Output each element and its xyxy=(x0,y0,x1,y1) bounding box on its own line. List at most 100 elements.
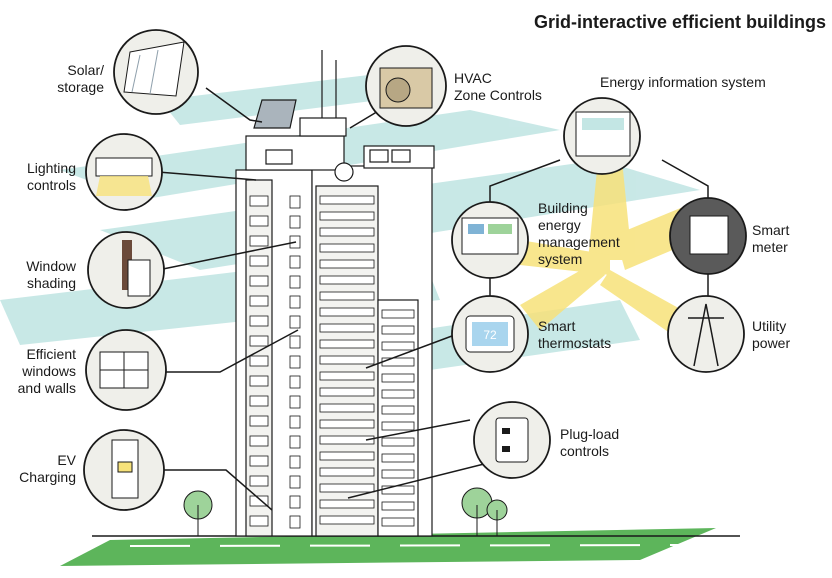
window-pane xyxy=(381,357,415,367)
label-plug-load-controls: Plug-load controls xyxy=(560,426,620,459)
window-pane xyxy=(289,315,301,329)
window-pane xyxy=(249,375,269,387)
window-pane xyxy=(289,255,301,269)
window-pane xyxy=(319,227,375,237)
label-smart-thermostats: Smart thermostats xyxy=(538,318,612,351)
window-pane xyxy=(319,499,375,509)
window-pane xyxy=(249,295,269,307)
window-pane xyxy=(381,469,415,479)
window-pane xyxy=(319,291,375,301)
window-pane xyxy=(319,339,375,349)
callout-smart-meter xyxy=(669,197,747,275)
window-pane xyxy=(289,275,301,289)
window-pane xyxy=(381,389,415,399)
callout-bems xyxy=(451,201,529,279)
callout-hvac xyxy=(365,45,447,127)
window-pane xyxy=(249,495,269,507)
window-pane xyxy=(319,419,375,429)
window-pane xyxy=(381,405,415,415)
label-smart-meter: Smart meter xyxy=(752,222,790,255)
window-pane xyxy=(249,435,269,447)
window-pane xyxy=(319,387,375,397)
window-pane xyxy=(249,315,269,327)
callout-utility xyxy=(667,295,745,373)
callout-solar xyxy=(113,29,199,115)
window-pane xyxy=(289,355,301,369)
label-solar-storage: Solar/ storage xyxy=(57,62,104,95)
window-pane xyxy=(289,415,301,429)
window-pane xyxy=(381,485,415,495)
window-pane xyxy=(249,455,269,467)
window-pane xyxy=(289,515,301,529)
window-pane xyxy=(319,451,375,461)
window-pane xyxy=(289,295,301,309)
tree-right xyxy=(461,487,508,536)
window-pane xyxy=(381,437,415,447)
label-bems: Building energy management system xyxy=(538,200,620,267)
window-pane xyxy=(289,475,301,489)
window-pane xyxy=(289,395,301,409)
callout-lighting xyxy=(85,133,163,211)
window-pane xyxy=(249,515,269,527)
window-pane xyxy=(249,235,269,247)
window-pane xyxy=(381,341,415,351)
callout-ev xyxy=(83,429,165,511)
window-pane xyxy=(319,467,375,477)
window-pane xyxy=(289,215,301,229)
callout-windows xyxy=(85,329,167,411)
connector-lines xyxy=(150,87,709,511)
thermostat-display: 72 xyxy=(483,328,497,342)
label-utility-power: Utility power xyxy=(752,318,791,351)
window-pane xyxy=(381,325,415,335)
window-pane xyxy=(249,355,269,367)
window-pane xyxy=(289,495,301,509)
diagram-title: Grid-interactive efficient buildings xyxy=(533,12,826,32)
window-pane xyxy=(319,355,375,365)
window-pane xyxy=(381,309,415,319)
callout-plug xyxy=(473,401,551,479)
label-lighting-controls: Lighting controls xyxy=(26,160,76,193)
window-pane xyxy=(381,453,415,463)
window-pane xyxy=(249,335,269,347)
label-ev-charging: EV Charging xyxy=(19,452,76,485)
window-pane xyxy=(381,517,415,527)
building-windows xyxy=(249,195,415,529)
window-pane xyxy=(289,335,301,349)
window-pane xyxy=(319,371,375,381)
window-pane xyxy=(381,421,415,431)
window-pane xyxy=(249,415,269,427)
window-pane xyxy=(319,259,375,269)
window-pane xyxy=(249,215,269,227)
label-energy-information-system: Energy information system xyxy=(600,74,766,90)
window-pane xyxy=(319,307,375,317)
label-efficient-windows: Efficient windows and walls xyxy=(17,346,76,396)
window-pane xyxy=(289,375,301,389)
window-pane xyxy=(319,403,375,413)
window-pane xyxy=(381,501,415,511)
tree-left xyxy=(183,490,213,536)
callout-thermostat xyxy=(451,295,529,373)
window-pane xyxy=(319,435,375,445)
window-pane xyxy=(249,255,269,267)
callout-shading xyxy=(87,231,165,309)
window-pane xyxy=(319,483,375,493)
window-pane xyxy=(319,243,375,253)
window-pane xyxy=(319,515,375,525)
window-pane xyxy=(249,475,269,487)
label-window-shading: Window shading xyxy=(26,258,76,291)
window-pane xyxy=(289,455,301,469)
window-pane xyxy=(249,195,269,207)
window-pane xyxy=(319,195,375,205)
window-pane xyxy=(289,435,301,449)
window-pane xyxy=(249,275,269,287)
window-pane xyxy=(319,211,375,221)
window-pane xyxy=(381,373,415,383)
window-pane xyxy=(289,195,301,209)
window-pane xyxy=(249,395,269,407)
window-pane xyxy=(319,275,375,285)
callout-eis xyxy=(563,97,641,175)
label-hvac: HVAC Zone Controls xyxy=(454,70,542,103)
window-pane xyxy=(319,323,375,333)
